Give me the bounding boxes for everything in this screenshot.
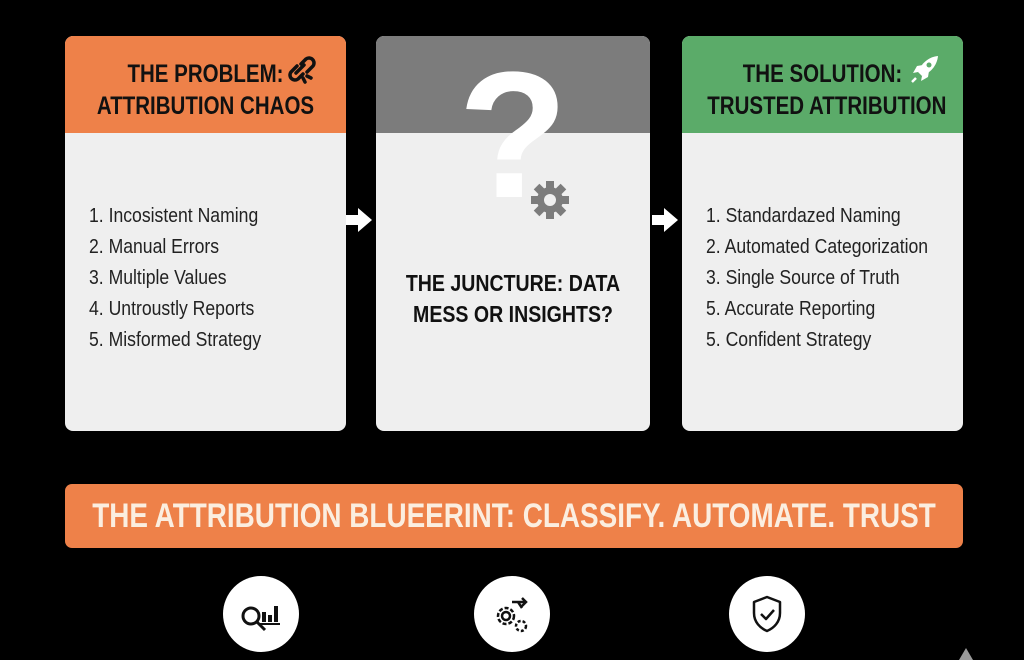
corner-triangle: [959, 648, 973, 660]
problem-title: THE PROBLEM:ATTRIBUTION CHAOS: [96, 60, 315, 120]
problem-list: 1. Incosistent Naming 2. Manual Errors 3…: [89, 201, 285, 356]
list-item: 2. Automated Categorization: [706, 236, 929, 258]
question-mark-icon: ?: [458, 36, 568, 236]
list-item: 3. Single Source of Truth: [706, 267, 900, 289]
list-item: 5. Confident Strategy: [706, 329, 872, 351]
list-item: 4. Untroustly Reports: [89, 298, 255, 320]
list-item: 5. Misformed Strategy: [89, 329, 262, 351]
solution-list: 1. Standardazed Naming 2. Automated Cate…: [706, 201, 958, 356]
rocket-icon: [911, 56, 938, 83]
gear-icon: [531, 181, 569, 219]
problem-header: THE PROBLEM:ATTRIBUTION CHAOS: [65, 36, 346, 133]
solution-card: THE SOLUTION:TRUSTED ATTRIBUTION 1. Stan…: [682, 36, 963, 431]
problem-card: THE PROBLEM:ATTRIBUTION CHAOS 1. Incosis…: [65, 36, 346, 431]
list-item: 1. Standardazed Naming: [706, 205, 901, 227]
solution-title: THE SOLUTION:TRUSTED ATTRIBUTION: [707, 60, 947, 120]
list-item: 3. Multiple Values: [89, 267, 227, 289]
list-item: 2. Manual Errors: [89, 236, 220, 258]
magnifier-chart-icon: [223, 576, 299, 652]
list-item: 5. Accurate Reporting: [706, 298, 876, 320]
broken-link-icon: [288, 56, 316, 84]
solution-header: THE SOLUTION:TRUSTED ATTRIBUTION: [682, 36, 963, 133]
blueprint-banner: THE ATTRIBUTION BLUEERINT: CLASSIFY. AUT…: [65, 484, 963, 548]
shield-check-icon: [729, 576, 805, 652]
list-item: 1. Incosistent Naming: [89, 205, 259, 227]
banner-text: THE ATTRIBUTION BLUEERINT: CLASSIFY. AUT…: [92, 497, 936, 535]
juncture-header: [376, 36, 650, 133]
gears-arrow-icon: [474, 576, 550, 652]
